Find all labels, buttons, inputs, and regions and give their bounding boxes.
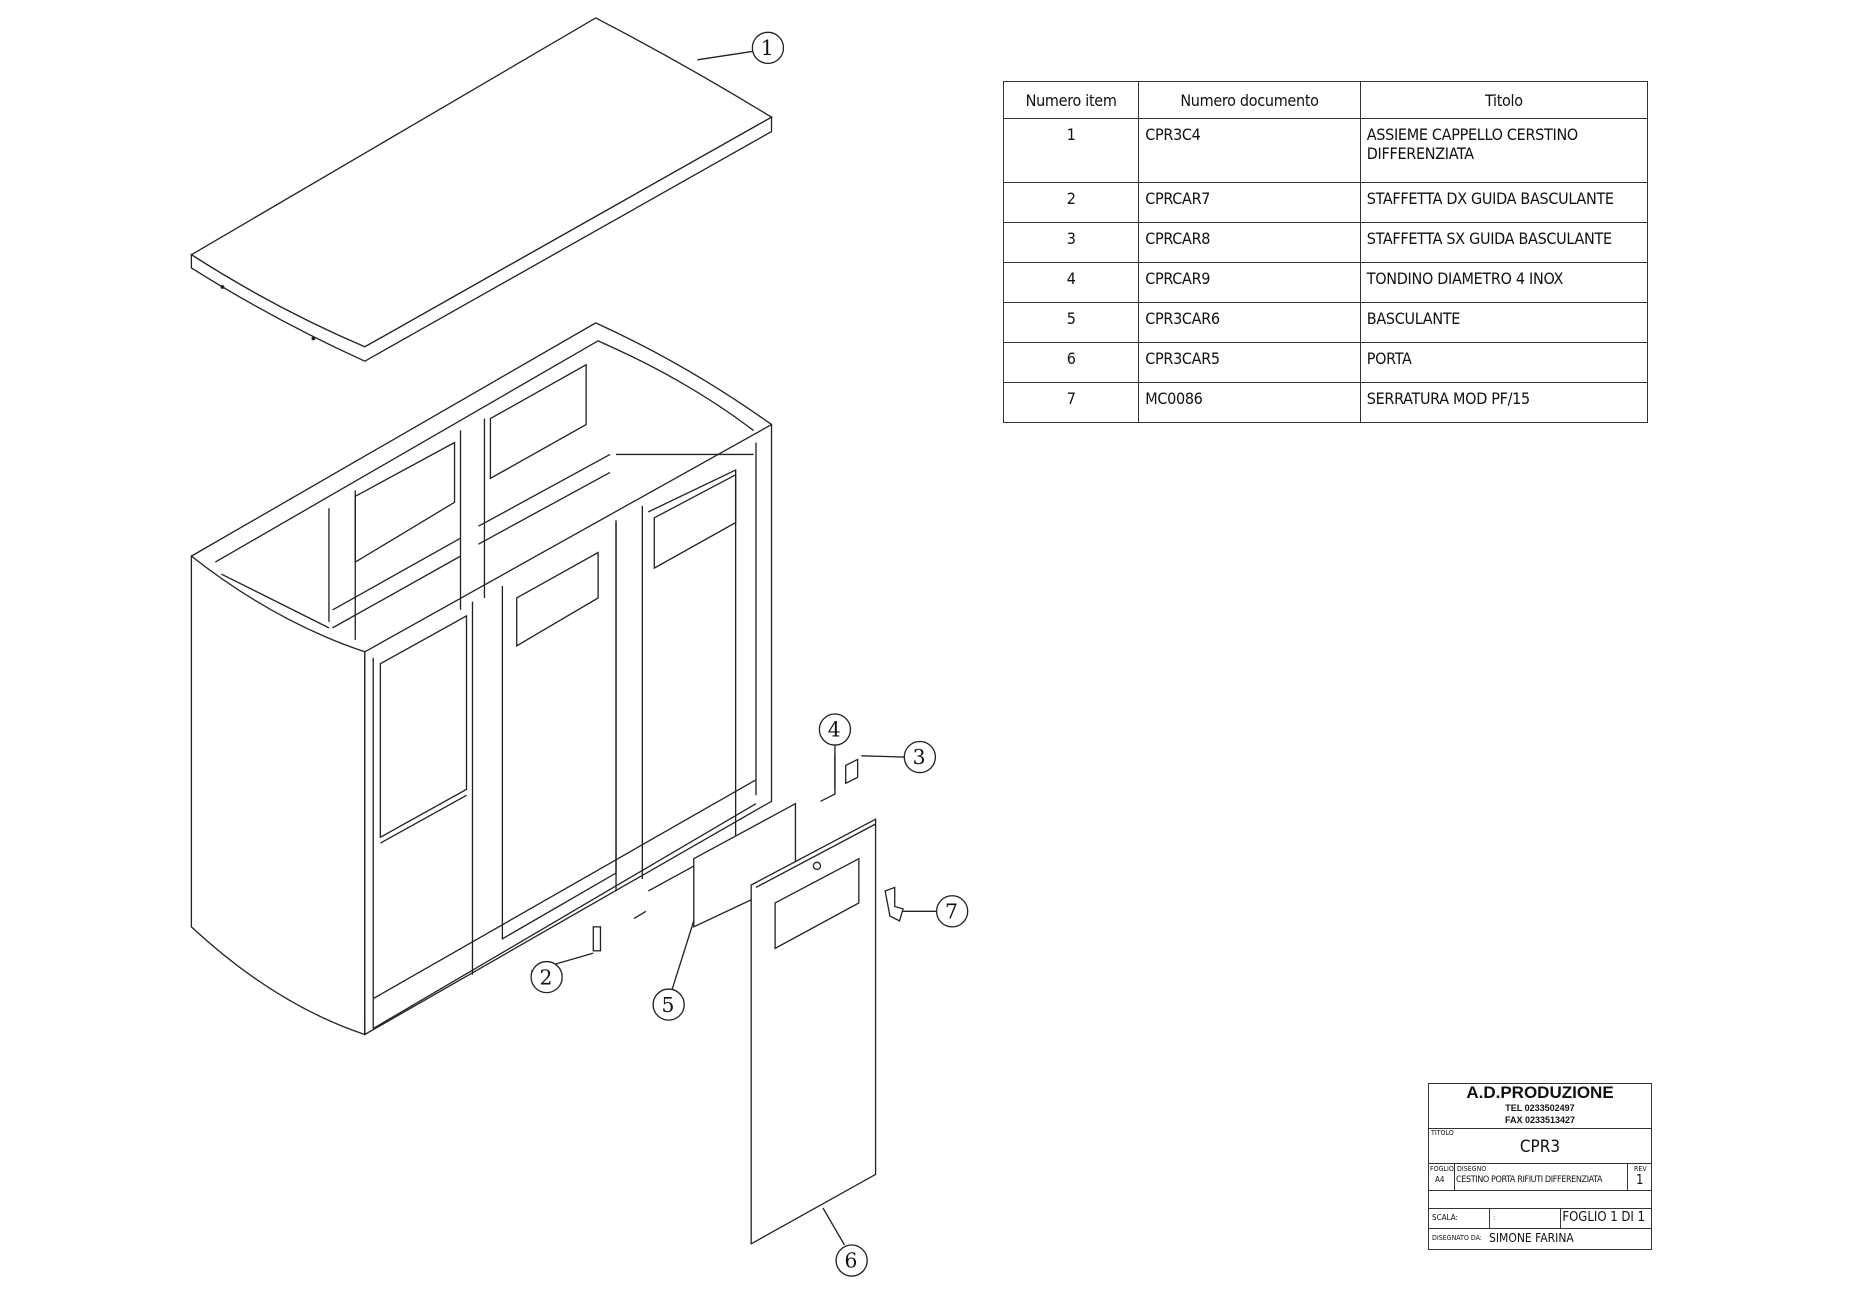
cabinet-body xyxy=(190,322,773,1036)
cell-document: CPR3CAR5 xyxy=(1138,342,1361,383)
header-item: Numero item xyxy=(1002,81,1140,119)
cell-title: BASCULANTE xyxy=(1359,302,1649,343)
cell-title: STAFFETTA SX GUIDA BASCULANTE xyxy=(1359,222,1649,263)
table-row: 4 CPRCAR9 TONDINO DIAMETRO 4 INOX xyxy=(1002,262,1649,303)
serratura-part xyxy=(884,886,904,922)
drawn-by-value: SIMONE FARINA xyxy=(1489,1231,1574,1245)
door-part xyxy=(750,818,877,1245)
cell-document: CPRCAR7 xyxy=(1138,182,1361,223)
header-title: Titolo xyxy=(1359,81,1649,119)
cell-document: CPR3CAR6 xyxy=(1138,302,1361,343)
bom-header-row: Numero item Numero documento Titolo xyxy=(1002,81,1649,119)
cell-item: 1 xyxy=(1002,118,1140,183)
drawn-by-label: DISEGNATO DA: xyxy=(1432,1234,1482,1242)
foglio-label: FOGLIO xyxy=(1430,1165,1454,1173)
cell-item: 4 xyxy=(1002,262,1140,303)
disegno-section: FOGLIO A4 DISEGNO CESTINO PORTA RIFIUTI … xyxy=(1429,1164,1651,1191)
cell-title: ASSIEME CAPPELLO CERSTINO DIFFERENZIATA xyxy=(1359,118,1649,183)
company-header: A.D.PRODUZIONE TEL 0233502497 FAX 023351… xyxy=(1429,1084,1651,1129)
balloon-5: 5 xyxy=(661,993,674,1017)
leader-lines xyxy=(530,50,937,1246)
company-tel: TEL 0233502497 xyxy=(1505,1103,1575,1113)
table-row: 6 CPR3CAR5 PORTA xyxy=(1002,342,1649,383)
cell-document: CPRCAR8 xyxy=(1138,222,1361,263)
disegno-value: CESTINO PORTA RIFIUTI DIFFERENZIATA xyxy=(1456,1175,1603,1185)
titolo-section: TITOLO CPR3 xyxy=(1429,1128,1651,1164)
disegno-label: DISEGNO xyxy=(1457,1165,1487,1173)
company-name: A.D.PRODUZIONE xyxy=(1466,1083,1614,1102)
header-document: Numero documento xyxy=(1138,81,1361,119)
cell-item: 7 xyxy=(1002,382,1140,423)
lid-part xyxy=(190,17,773,362)
table-row: 7 MC0086 SERRATURA MOD PF/15 xyxy=(1002,382,1649,423)
cell-document: CPR3C4 xyxy=(1138,118,1361,183)
cell-item: 6 xyxy=(1002,342,1140,383)
titolo-value: CPR3 xyxy=(1519,1137,1561,1157)
sheet-number: FOGLIO 1 DI 1 xyxy=(1562,1210,1645,1225)
table-row: 5 CPR3CAR6 BASCULANTE xyxy=(1002,302,1649,343)
foglio-size: A4 xyxy=(1435,1175,1445,1184)
balloon-2: 2 xyxy=(539,965,552,989)
tondino-part xyxy=(820,753,836,802)
scala-value: : xyxy=(1493,1213,1496,1222)
title-block: A.D.PRODUZIONE TEL 0233502497 FAX 023351… xyxy=(1428,1083,1652,1250)
drawn-by-section: DISEGNATO DA: SIMONE FARINA xyxy=(1429,1229,1651,1249)
item-balloons: 1 2 3 4 5 6 7 xyxy=(530,31,969,1277)
table-row: 3 CPRCAR8 STAFFETTA SX GUIDA BASCULANTE xyxy=(1002,222,1649,263)
cell-title: SERRATURA MOD PF/15 xyxy=(1359,382,1649,423)
cell-title: TONDINO DIAMETRO 4 INOX xyxy=(1359,262,1649,303)
rev-value: 1 xyxy=(1636,1173,1644,1188)
table-row: 2 CPRCAR7 STAFFETTA DX GUIDA BASCULANTE xyxy=(1002,182,1649,223)
table-row: 1 CPR3C4 ASSIEME CAPPELLO CERSTINO DIFFE… xyxy=(1002,118,1649,183)
balloon-1: 1 xyxy=(761,36,774,60)
cell-document: MC0086 xyxy=(1138,382,1361,423)
staffetta-sx-part xyxy=(845,758,859,785)
company-fax: FAX 0233513427 xyxy=(1504,1115,1576,1125)
scala-section: SCALA: : FOGLIO 1 DI 1 xyxy=(1429,1209,1651,1229)
scala-label: SCALA: xyxy=(1432,1213,1458,1222)
titolo-label: TITOLO xyxy=(1431,1129,1454,1137)
balloon-3: 3 xyxy=(913,745,926,769)
cell-item: 3 xyxy=(1002,222,1140,263)
cell-document: CPRCAR9 xyxy=(1138,262,1361,303)
blank-row xyxy=(1429,1191,1651,1209)
cell-item: 2 xyxy=(1002,182,1140,223)
cell-item: 5 xyxy=(1002,302,1140,343)
balloon-6: 6 xyxy=(844,1249,857,1273)
cell-title: STAFFETTA DX GUIDA BASCULANTE xyxy=(1359,182,1649,223)
bill-of-materials: Numero item Numero documento Titolo 1 CP… xyxy=(1002,81,1649,423)
balloon-4: 4 xyxy=(828,718,841,742)
rev-label: REV xyxy=(1634,1165,1647,1173)
cell-title: PORTA xyxy=(1359,342,1649,383)
balloon-7: 7 xyxy=(945,899,958,923)
